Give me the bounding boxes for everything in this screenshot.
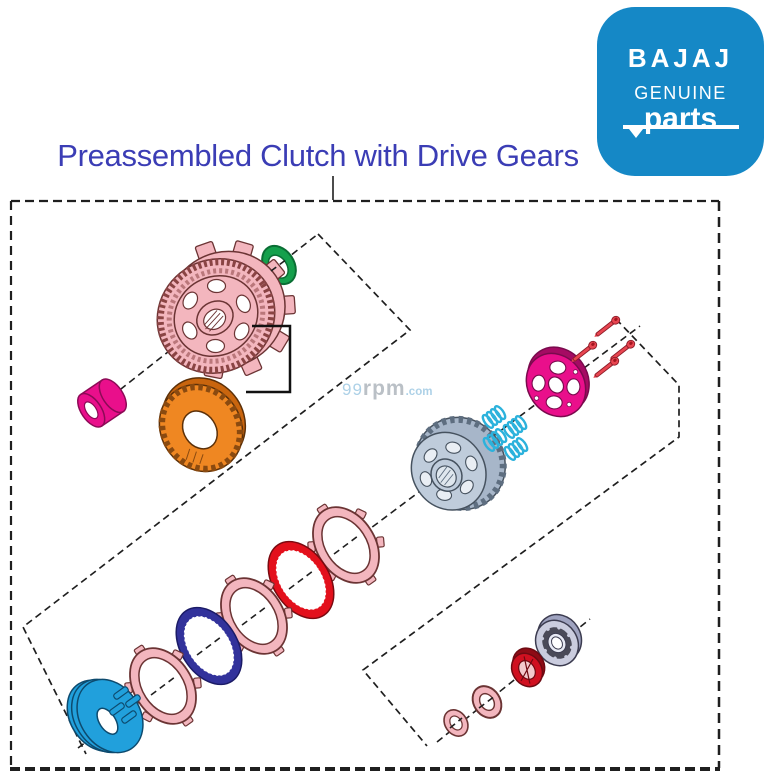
- spacer-bushing: [76, 378, 128, 428]
- bearing-balls: [540, 626, 574, 660]
- bajaj-logo: BAJAJ GENUINE parts: [597, 7, 764, 176]
- pressure-plate-holes: [531, 360, 581, 410]
- washer-1: [438, 704, 474, 742]
- watermark-prefix: 99: [342, 380, 363, 399]
- lock-nut: [510, 647, 546, 688]
- left-assembly-boundary: [21, 233, 412, 755]
- ball-bearing: [534, 613, 583, 667]
- logo-parts-text: parts: [643, 102, 718, 135]
- basket-holes: [181, 278, 251, 354]
- product-title: Preassembled Clutch with Drive Gears: [57, 138, 579, 173]
- clutch-center-pegs: [109, 686, 141, 724]
- logo-underline: [623, 125, 739, 129]
- logo-triangle-icon: [629, 129, 643, 138]
- gear-link-bracket: [246, 324, 292, 394]
- watermark-mid: rpm: [362, 377, 406, 400]
- logo-genuine-text: GENUINE: [634, 83, 727, 103]
- outer-border: [9, 176, 721, 771]
- right-assembly-boundary: [361, 318, 680, 747]
- pressure-plate: [525, 346, 590, 418]
- primary-drive-gear: [158, 377, 247, 473]
- washer-2: [465, 679, 509, 725]
- clutch-basket: [156, 240, 296, 380]
- watermark-suffix: .com: [405, 386, 433, 398]
- screw-1: [591, 314, 622, 341]
- logo-brand-text: BAJAJ: [627, 43, 734, 73]
- axis-through-holes: [150, 258, 496, 729]
